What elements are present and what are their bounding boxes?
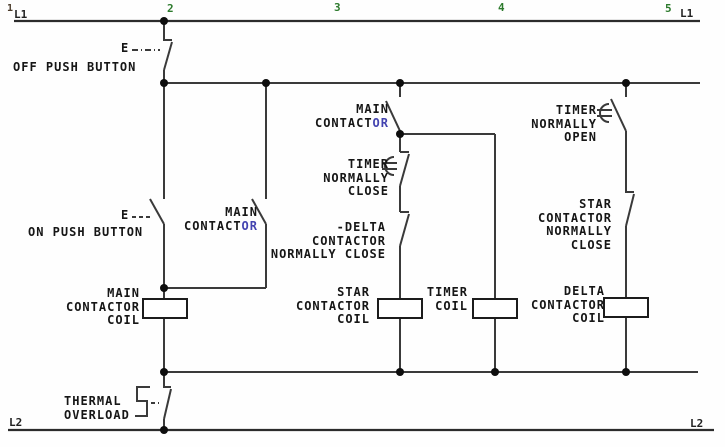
star-nc-contact (625, 191, 635, 298)
off-push-button-symbol (132, 21, 173, 83)
main-contactor-coil-symbol (142, 298, 188, 319)
rail-label-l1-right: L1 (680, 7, 694, 20)
rail-label-l1-left: L1 (14, 8, 28, 21)
delta-nc-contact (399, 211, 410, 299)
on-push-button-symbol (132, 83, 165, 299)
timer-nc-contact (382, 151, 410, 212)
wire-marker-2: 2 (167, 2, 174, 15)
thermal-overload-symbol (135, 386, 172, 430)
off-push-button-label: OFF PUSH BUTTON (13, 60, 137, 74)
junction-dots (160, 17, 630, 434)
timer-no-contact (597, 83, 627, 192)
wire-marker-1: 1 (7, 3, 14, 14)
on-push-button-label: ON PUSH BUTTON (28, 225, 144, 239)
wire-marker-5: 5 (665, 2, 672, 15)
timer-coil-symbol (472, 298, 518, 319)
off-actuator-label: E (121, 41, 129, 55)
wire-marker-3: 3 (334, 1, 341, 14)
main-contactor-holding-contact (164, 83, 267, 289)
delta-contactor-coil-symbol (603, 297, 649, 318)
rail-label-l2-left: L2 (9, 416, 23, 429)
star-contactor-coil-symbol (377, 298, 423, 319)
wire-marker-4: 4 (498, 1, 505, 14)
on-actuator-label: E (121, 208, 129, 222)
rail-label-l2-right: L2 (690, 417, 704, 430)
